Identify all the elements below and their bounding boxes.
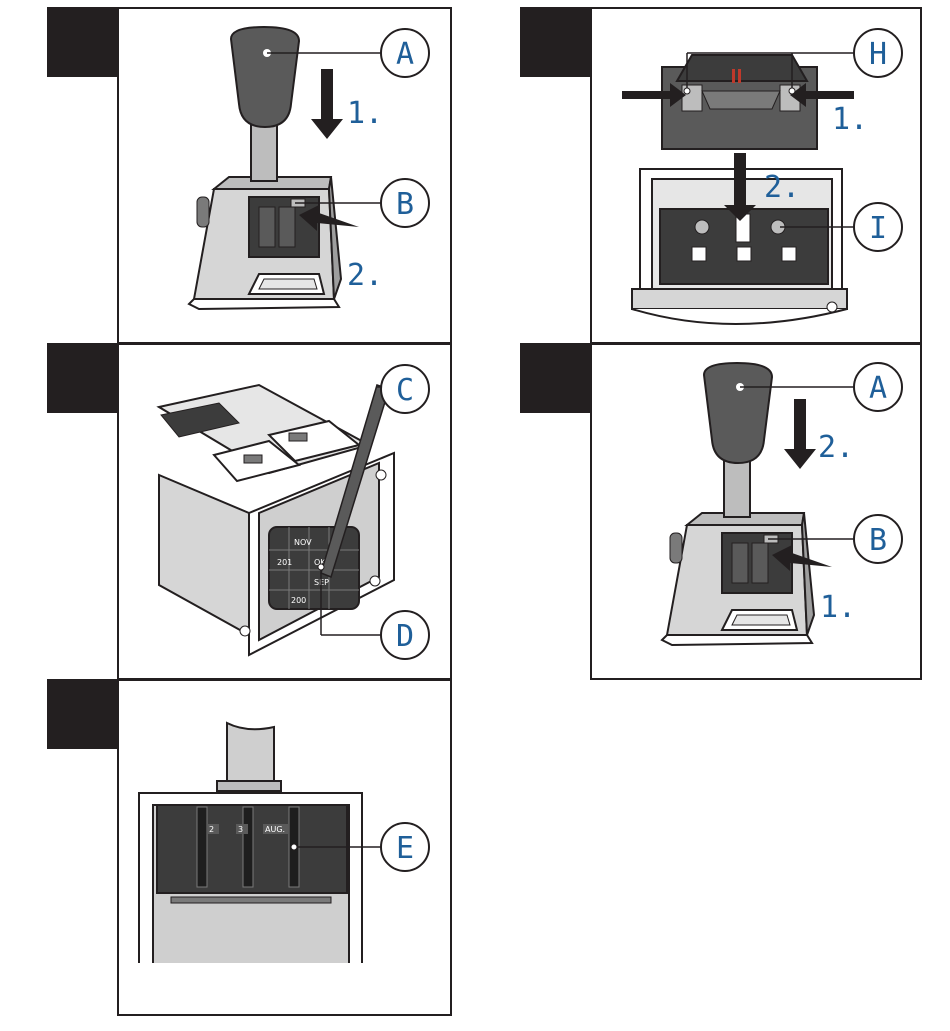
panel-3-adjust-bands: NOV OKT SEP 201 200 C D xyxy=(117,343,452,680)
step-2-label: 2. xyxy=(764,170,800,205)
step-2-label: 2. xyxy=(818,430,854,465)
step-2-label: 2. xyxy=(347,258,383,293)
callout-i-label: I xyxy=(869,211,887,246)
panel-5-illustration: 2 3 AUG. E xyxy=(119,681,452,1016)
callout-d-label: D xyxy=(396,619,414,654)
callout-c-label: C xyxy=(396,373,414,408)
panel-4-release-handle: A B 2. 1. xyxy=(590,343,922,680)
band-label-day: 2 xyxy=(209,825,214,834)
panel-2-tab xyxy=(520,7,592,77)
wheel-nov: NOV xyxy=(294,538,312,547)
callout-h-label: H xyxy=(869,37,887,72)
wheel-200: 200 xyxy=(291,596,306,605)
panel-1-illustration: A B 1. 2. xyxy=(119,9,452,344)
panel-2-illustration: H I 1. 2. xyxy=(592,9,922,344)
callout-b-label: B xyxy=(869,523,887,558)
step-1-label: 1. xyxy=(347,96,383,131)
panel-4-illustration: A B 2. 1. xyxy=(592,345,922,680)
callout-e-label: E xyxy=(396,831,414,866)
step-1-label: 1. xyxy=(820,590,856,625)
panel-1-press-handle: A B 1. 2. xyxy=(117,7,452,344)
panel-3-tab xyxy=(47,343,119,413)
callout-a-label: A xyxy=(869,371,887,406)
wheel-201: 201 xyxy=(277,558,292,567)
callout-b-label: B xyxy=(396,187,414,222)
panel-2-ink-pad: H I 1. 2. xyxy=(590,7,922,344)
band-label-digit: 3 xyxy=(238,825,243,834)
panel-5-tab xyxy=(47,679,119,749)
panel-5-date-bands: 2 3 AUG. E xyxy=(117,679,452,1016)
panel-4-tab xyxy=(520,343,592,413)
panel-1-tab xyxy=(47,7,119,77)
step-1-label: 1. xyxy=(832,102,868,137)
band-label-month: AUG. xyxy=(265,825,285,834)
panel-3-illustration: NOV OKT SEP 201 200 C D xyxy=(119,345,452,680)
callout-a-label: A xyxy=(396,37,414,72)
